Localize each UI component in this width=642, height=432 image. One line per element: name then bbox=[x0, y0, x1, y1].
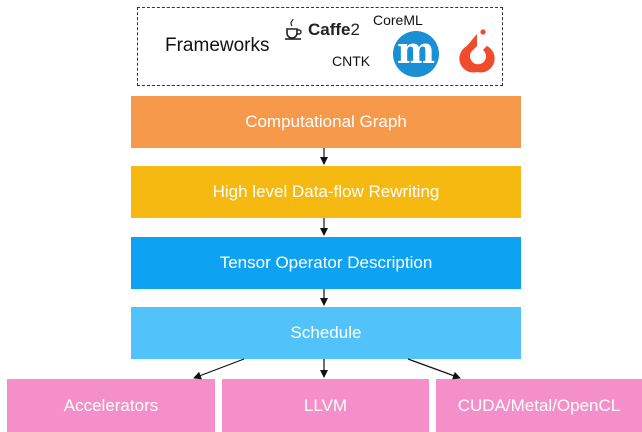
dataflow-rewriting-box: High level Data-flow Rewriting bbox=[131, 166, 521, 218]
coreml-label: CoreML bbox=[373, 12, 423, 28]
arrow-schedule-to-accelerators bbox=[193, 358, 245, 380]
tensor-operator-box: Tensor Operator Description bbox=[131, 237, 521, 289]
caffe2-logo: Caffe2 bbox=[284, 19, 360, 41]
pytorch-flame-icon bbox=[459, 29, 495, 73]
frameworks-label: Frameworks bbox=[165, 35, 270, 56]
target-accelerators: Accelerators bbox=[7, 379, 215, 432]
caffe2-text: Caffe bbox=[308, 20, 351, 39]
schedule-box: Schedule bbox=[131, 307, 521, 359]
target-cuda-metal-opencl: CUDA/Metal/OpenCL bbox=[436, 379, 642, 432]
arrow-schedule-to-cuda bbox=[407, 358, 461, 380]
mxnet-logo-icon: m bbox=[393, 31, 439, 77]
caffe2-number: 2 bbox=[350, 20, 360, 39]
frameworks-frame bbox=[137, 7, 503, 86]
cntk-label: CNTK bbox=[332, 53, 371, 69]
caffe2-cup-icon bbox=[285, 19, 302, 40]
computational-graph-box: Computational Graph bbox=[131, 96, 521, 148]
target-llvm: LLVM bbox=[222, 379, 429, 432]
